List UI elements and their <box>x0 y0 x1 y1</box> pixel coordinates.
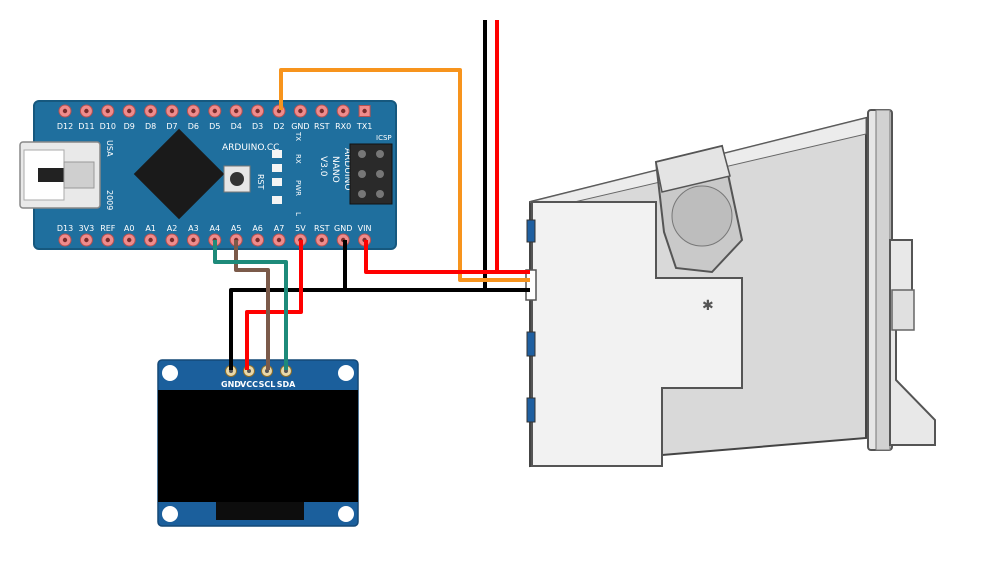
pin-hole <box>148 108 153 114</box>
pin-label: D6 <box>188 122 199 131</box>
pin-hole <box>191 237 196 243</box>
wire-power-black <box>483 20 530 292</box>
pin-label: VIN <box>358 224 372 233</box>
wires <box>213 20 530 370</box>
pin-hole <box>84 237 89 243</box>
oled-ribbon <box>216 502 304 520</box>
pin-hole <box>169 237 175 243</box>
pin-label: D5 <box>209 122 220 131</box>
model-line3: V3.0 <box>318 156 328 177</box>
wire-d2-orange <box>279 68 530 282</box>
pin-label: A3 <box>188 224 199 233</box>
pin-hole <box>319 108 324 114</box>
pin-label: TX1 <box>356 122 372 131</box>
pin-label: A4 <box>210 224 221 233</box>
usa-label: USA <box>105 140 114 157</box>
pin-label: D13 <box>57 224 73 233</box>
year-label: 2009 <box>105 190 114 210</box>
pin-hole <box>341 108 346 114</box>
wire-vin-red <box>364 240 530 274</box>
pin-hole <box>84 108 89 114</box>
icsp-header <box>349 143 393 205</box>
pin-label: D12 <box>57 122 73 131</box>
pin-label: A6 <box>252 224 263 233</box>
pin-hole <box>105 108 111 114</box>
pin-hole <box>255 237 260 243</box>
led-tx-label: TX <box>294 131 302 141</box>
pin-hole <box>212 108 217 114</box>
pin-label: D4 <box>231 122 242 131</box>
pin-label: RST <box>314 224 330 233</box>
pin-hole <box>362 108 367 114</box>
pin-label: GND <box>334 224 352 233</box>
pin-label: A0 <box>124 224 135 233</box>
wire-oled-sda <box>213 240 288 370</box>
pin-label: RX0 <box>335 122 351 131</box>
pin-hole <box>276 237 282 243</box>
usb-connector <box>19 141 101 209</box>
pin-hole <box>319 237 324 243</box>
microcontroller-chip <box>133 128 225 220</box>
pin-label: A7 <box>274 224 285 233</box>
brand-label: ARDUINO.CC <box>222 143 279 153</box>
pin-hole <box>62 237 68 243</box>
model-line1: ARDUINO <box>342 148 352 190</box>
pin-hole <box>255 108 260 114</box>
pin-label: 5V <box>295 224 306 233</box>
pin-label: A5 <box>231 224 242 233</box>
pin-label: D2 <box>273 122 284 131</box>
model-line2: NANO <box>330 156 340 183</box>
oled-screen <box>158 390 358 502</box>
pin-hole <box>148 237 153 243</box>
pin-hole <box>62 108 68 114</box>
pin-hole <box>127 237 132 243</box>
pin-label: D8 <box>145 122 156 131</box>
pin-label: D7 <box>166 122 177 131</box>
svg-text:✱: ✱ <box>702 298 714 314</box>
pin-label: D3 <box>252 122 263 131</box>
pin-hole <box>105 237 111 243</box>
pin-hole <box>298 108 303 114</box>
pin-label: RST <box>314 122 330 131</box>
pin-label: 3V3 <box>79 224 95 233</box>
pin-hole <box>234 108 239 114</box>
led-rx-label: RX <box>294 154 302 164</box>
pin-label: REF <box>100 224 116 233</box>
top-pin-row: D12 D11 D10 D9 D8 D7 D6 D5 D4 D3 D2 GND RST RX0 TX1 <box>57 104 372 131</box>
oled-pin-label: SDA <box>277 380 296 389</box>
oled-pin-label: SCL <box>259 380 276 389</box>
pin-hole <box>191 108 196 114</box>
pin-label: D11 <box>78 122 94 131</box>
led-pwr-label: PWR <box>294 180 302 196</box>
pin-label: D9 <box>124 122 135 131</box>
arduino-nano-board: RST ARDUINO.CC TX RX PWR L ARDUINO NANO … <box>19 100 397 250</box>
wire-oled-scl <box>234 240 270 370</box>
pin-label: A2 <box>167 224 178 233</box>
oled-pin-label: VCC <box>240 380 258 389</box>
pin-hole <box>127 108 132 114</box>
pin-hole <box>169 108 175 114</box>
led-l-label: L <box>294 212 302 216</box>
wire-oled-gnd <box>229 288 345 370</box>
pin-label: A1 <box>145 224 156 233</box>
coin-acceptor: ✱ <box>525 109 936 468</box>
wire-oled-vcc <box>245 240 303 370</box>
pin-label: GND <box>291 122 309 131</box>
reset-button <box>223 165 251 193</box>
oled-pin-label: GND <box>221 380 241 389</box>
pin-label: D10 <box>100 122 116 131</box>
icsp-label: ICSP <box>376 134 392 142</box>
reset-label: RST <box>256 174 265 190</box>
